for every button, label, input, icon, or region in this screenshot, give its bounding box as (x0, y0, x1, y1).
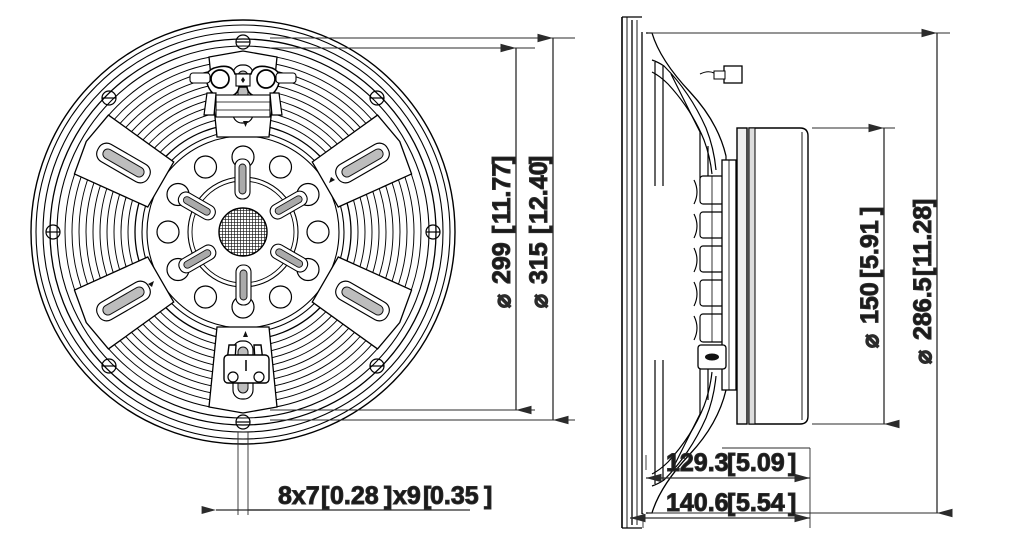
mounting-hole (425, 224, 441, 240)
front-view-dimensions: ⌀ 299 [ 11.77 ] ⌀ 315 [ 12.40 ] 8x7 [ (201, 33, 575, 515)
dim-value-140-metric: 140.6 (666, 489, 729, 517)
terminal-tab-side (699, 65, 743, 84)
mounting-hole (101, 358, 117, 374)
mounting-hole (369, 358, 385, 374)
diameter-symbol-315: ⌀ (526, 294, 552, 308)
dim-bracket-close-150: ] (856, 207, 884, 215)
hole-bracket-close-2: ] (484, 482, 492, 510)
dim-value-140-imperial: 5.54 (736, 489, 785, 517)
dim-value-129-imperial: 5.09 (736, 449, 785, 477)
dim-value-315-imperial: 12.40 (525, 161, 553, 224)
dim-bracket-close-129: ] (788, 449, 796, 477)
dim-label-299: ⌀ 299 [ 11.77 ] (488, 155, 517, 308)
mounting-hole (369, 90, 385, 106)
mounting-hole (101, 90, 117, 106)
inner-rib-group (177, 158, 309, 306)
dim-bracket-close-315: ] (525, 156, 553, 164)
diameter-symbol-150: ⌀ (857, 334, 883, 348)
side-section-view (621, 16, 809, 529)
mounting-hole (45, 224, 61, 240)
hole-slot-length: x9 (393, 482, 421, 510)
dim-label-140: 140.6 [ 5.54 ] (666, 489, 797, 518)
pole-vent-detail (697, 344, 727, 370)
dim-bracket-open-286: [ (909, 267, 937, 276)
index-mark-group (148, 121, 335, 337)
dim-label-286: ⌀ 286.5 [ 11.28 ] (909, 198, 938, 364)
hole-slot-imperial: 0.35 (430, 482, 479, 510)
dim-bracket-close-299: ] (488, 156, 516, 164)
magnet-assembly (736, 127, 809, 425)
dim-bracket-open-315: [ (525, 225, 553, 234)
diameter-symbol-299: ⌀ (489, 294, 515, 308)
front-view (30, 19, 456, 445)
dim-value-150-imperial: 5.91 (856, 220, 884, 269)
front-rim-ring-3 (42, 31, 444, 433)
mounting-hole-group (45, 34, 441, 430)
bottom-bracket (223, 344, 270, 384)
mounting-hole (235, 414, 251, 430)
terminal-block (189, 65, 297, 118)
dim-value-150-metric: 150 (856, 282, 884, 324)
dim-value-286-metric: 286.5 (909, 277, 937, 340)
hole-size-imperial: 0.28 (330, 482, 379, 510)
mounting-flange-plate (621, 16, 643, 529)
dim-bracket-close-140: ] (788, 489, 796, 517)
hole-bracket-close-1: ] (384, 482, 392, 510)
mounting-hole (235, 34, 251, 50)
dim-value-299-imperial: 11.77 (488, 163, 516, 224)
dim-bracket-open-150: [ (856, 269, 884, 278)
front-rim-ring-2 (35, 24, 451, 440)
dim-label-150: ⌀ 150 [ 5.91 ] (856, 206, 885, 348)
dim-label-315: ⌀ 315 [ 12.40 ] (525, 155, 554, 308)
dim-value-315-metric: 315 (525, 242, 553, 284)
dim-value-299-metric: 299 (488, 242, 516, 284)
front-outer-rim (30, 19, 456, 445)
diameter-symbol-286: ⌀ (910, 350, 936, 364)
dim-bracket-close-286: ] (909, 199, 937, 207)
cone-section-lower (651, 360, 717, 487)
dim-value-129-metric: 129.3 (666, 449, 729, 477)
dim-label-mounting-holes: 8x7 [ 0.28 ] x9 [ 0.35 ] (278, 482, 493, 511)
dust-cap-mesh-icon (218, 207, 268, 257)
voice-coil-section (721, 159, 737, 391)
dim-bracket-open-299: [ (488, 225, 516, 234)
hole-bracket-open-1: [ (321, 482, 330, 510)
dim-label-129: 129.3 [ 5.09 ] (666, 449, 797, 478)
suspension-section (693, 175, 725, 343)
dim-bracket-open-129: [ (727, 449, 736, 477)
cone-section-upper (651, 59, 717, 186)
dim-value-286-imperial: 11.28 (909, 206, 937, 267)
side-view-dimensions: ⌀ 150 [ 5.91 ] ⌀ 286.5 [ 11.28 ] 129.3 (630, 28, 953, 528)
hole-bracket-open-2: [ (423, 482, 432, 510)
dim-bracket-open-140: [ (727, 489, 736, 517)
hole-count-size: 8x7 (278, 482, 320, 510)
